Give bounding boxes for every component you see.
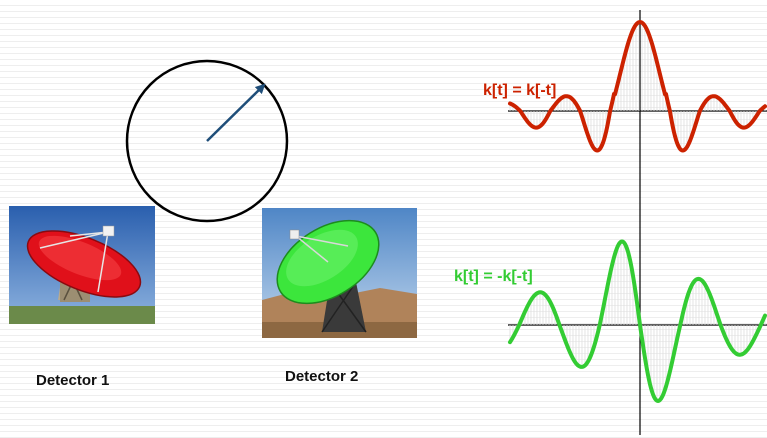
odd-kernel-curve	[510, 242, 765, 402]
phasor-diagram	[127, 61, 287, 221]
odd-kernel-equation: k[t] = -k[-t]	[454, 268, 533, 286]
kernel-axes	[508, 10, 767, 435]
even-kernel-equation: k[t] = k[-t]	[483, 82, 556, 100]
detector-1-label: Detector 1	[36, 372, 109, 389]
phasor-arrow	[207, 85, 264, 141]
detector-2-image	[262, 203, 417, 338]
detector-2-label: Detector 2	[285, 368, 358, 385]
detector-1-image	[9, 206, 155, 324]
